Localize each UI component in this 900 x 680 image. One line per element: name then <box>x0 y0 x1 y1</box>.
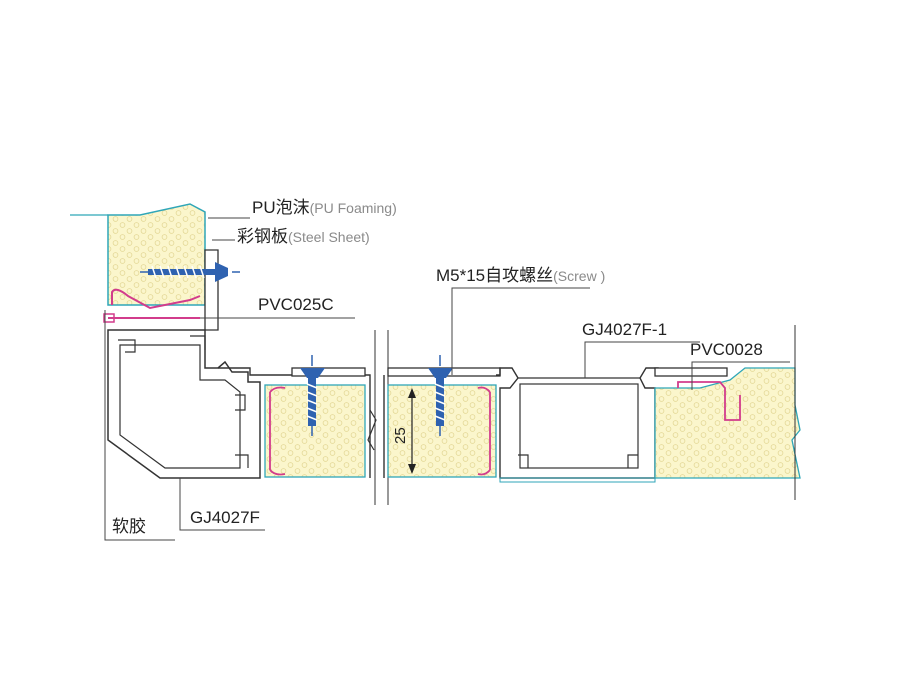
gj4027f-profile <box>107 329 261 479</box>
break-symbol <box>367 409 377 451</box>
leader-screw <box>451 287 590 375</box>
label-pvc0028: PVC0028 <box>690 340 763 359</box>
label-pvc025c: PVC025C <box>258 295 334 314</box>
cover-plate-1 <box>291 367 366 377</box>
vertical-screw-2 <box>428 355 453 436</box>
label-steel-sheet: 彩钢板(Steel Sheet) <box>237 227 370 246</box>
horizontal-screw <box>140 262 240 282</box>
leader-gj4027f <box>179 478 265 531</box>
leader-soft-rubber <box>104 310 175 541</box>
leader-lines <box>104 217 790 541</box>
leader-gj4027f-1 <box>584 341 700 378</box>
top-left-foam-panel <box>70 203 206 306</box>
label-soft-rubber: 软胶 <box>112 517 146 536</box>
gj4027f-1-profile <box>496 367 659 483</box>
leader-pvc0028 <box>691 361 790 390</box>
base-line-left <box>218 367 371 478</box>
label-gj4027f-1: GJ4027F-1 <box>582 320 667 339</box>
dimension-25 <box>408 388 416 474</box>
pvc-clip-top <box>111 288 201 310</box>
label-gj4027f: GJ4027F <box>190 508 260 527</box>
label-pu-foaming: PU泡沫(PU Foaming) <box>252 198 397 217</box>
pvc0028-clip <box>677 381 741 421</box>
vertical-screw-1 <box>300 355 325 436</box>
label-screw: M5*15自攻螺丝(Screw ) <box>436 266 605 285</box>
pvc-corner-clip <box>103 313 115 323</box>
label-dimension-25: 25 <box>392 427 409 444</box>
cover-plate-3 <box>654 367 728 377</box>
